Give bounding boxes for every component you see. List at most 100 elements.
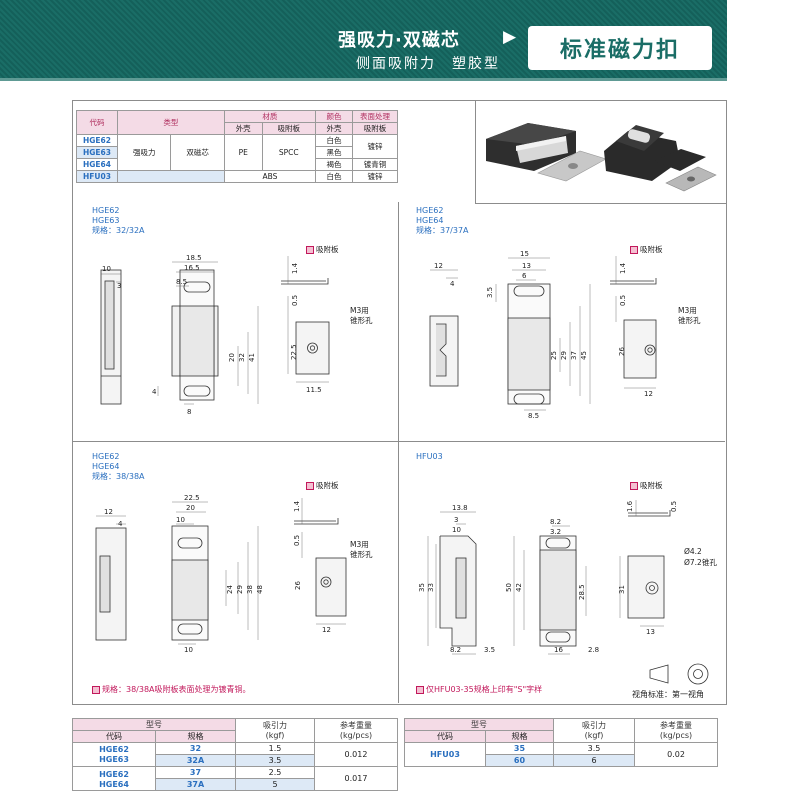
th-shell: 外壳 xyxy=(223,122,263,135)
th-force-unit: (kgf) xyxy=(265,730,285,740)
color-cell: 黑色 xyxy=(315,146,353,159)
q2-labels: HGE62 HGE64 规格：37/37A xyxy=(416,206,469,236)
dim-label: 10 xyxy=(102,265,111,273)
color-cell: 白色 xyxy=(315,170,353,183)
code-cell: HGE64 xyxy=(76,158,118,171)
dim-label: 3.5 xyxy=(484,646,495,654)
spec-label: 规格：38/38A xyxy=(92,472,145,481)
th-spec: 规格 xyxy=(155,730,236,743)
surface-cell: 镀锌 xyxy=(352,134,398,159)
dim-label: 4 xyxy=(118,520,123,528)
dim-label: 42 xyxy=(515,583,523,592)
type-cell: 双磁芯 xyxy=(170,134,225,171)
dim-label: 8.5 xyxy=(528,412,539,420)
code-text: HGE62 xyxy=(99,770,129,779)
dim-label: 41 xyxy=(248,353,256,362)
dim-label: 2.8 xyxy=(588,646,599,654)
dim-label: 29 xyxy=(236,585,244,594)
th-code: 代码 xyxy=(72,730,156,743)
material-cell: SPCC xyxy=(261,134,317,171)
dim-label: 1.4 xyxy=(291,262,299,274)
dim-label: 18.5 xyxy=(186,254,202,262)
plate-label-text: 吸附板 xyxy=(640,481,663,490)
code-cell: HFU03 xyxy=(404,742,486,767)
material-cell: ABS xyxy=(223,170,317,183)
m3-text: M3用 xyxy=(350,306,369,315)
page-subtitle: 侧面吸附力 塑胶型 xyxy=(356,56,500,72)
plate-label-text: 吸附板 xyxy=(640,245,663,254)
dim-label: 1.4 xyxy=(619,262,627,274)
plate-label-text: 吸附板 xyxy=(316,245,339,254)
dim-label: 33 xyxy=(427,583,435,592)
dim-label: 28.5 xyxy=(578,584,586,600)
plate-label: 吸附板 xyxy=(306,480,339,491)
dim-label: 4 xyxy=(152,388,157,396)
th-color: 颜色 xyxy=(315,110,353,123)
plate-label: 吸附板 xyxy=(306,244,339,255)
m3-text: 锥形孔 xyxy=(350,550,373,559)
dim-label: 32 xyxy=(238,353,246,362)
category-badge: 标准磁力扣 xyxy=(528,26,712,70)
spec-cell: 37 xyxy=(155,766,236,779)
dim-label: 3.2 xyxy=(550,528,561,536)
th-weight-unit: (kg/pcs) xyxy=(339,730,373,740)
th-type: 类型 xyxy=(117,110,225,135)
model-label: HGE62 xyxy=(92,452,120,461)
dim-label: 26 xyxy=(618,347,626,356)
spec-table: 代码 类型 材质 颜色 表面处理 外壳 吸附板 外壳 吸附板 HGE62 强吸力… xyxy=(76,110,398,183)
dim-label: 16.5 xyxy=(184,264,200,272)
th-code: 代码 xyxy=(404,730,486,743)
spec-cell: 60 xyxy=(485,754,554,767)
th-force-text: 吸引力 xyxy=(582,720,606,730)
dim-label: 6 xyxy=(522,272,527,280)
th-material: 材质 xyxy=(223,110,317,123)
th-force: 吸引力(kgf) xyxy=(553,718,635,743)
plate-marker-icon xyxy=(630,482,638,490)
plate-marker-icon xyxy=(630,246,638,254)
force-cell: 5 xyxy=(235,778,315,791)
dim-label: 8.2 xyxy=(450,646,461,654)
force-cell: 3.5 xyxy=(235,754,315,767)
m3-label: M3用锥形孔 xyxy=(350,306,373,326)
th-force: 吸引力(kgf) xyxy=(235,718,315,743)
spec-label: 规格：37/37A xyxy=(416,226,469,235)
th-plate: 吸附板 xyxy=(261,122,317,135)
dim-label: 22.5 xyxy=(290,344,298,360)
weight-cell: 0.012 xyxy=(314,742,398,767)
plate-marker-icon xyxy=(306,482,314,490)
m3-label: M3用锥形孔 xyxy=(678,306,701,326)
spec-label: 规格：32/32A xyxy=(92,226,145,235)
dim-label: 13 xyxy=(646,628,655,636)
dim-label: 12 xyxy=(644,390,653,398)
hole-text: Ø4.2 xyxy=(684,547,702,556)
model-label: HGE62 xyxy=(416,206,444,215)
dim-label: 10 xyxy=(452,526,461,534)
weight-cell: 0.017 xyxy=(314,766,398,791)
color-cell: 褐色 xyxy=(315,158,353,171)
dim-label: 0.5 xyxy=(293,535,301,546)
dim-label: 3 xyxy=(454,516,458,524)
drawing-q1: 10 3 18.5 16.5 8.5 20 32 41 4 8 1.4 0.5 … xyxy=(100,254,330,416)
note-2: 仅HFU03-35规格上印有"S"字样 xyxy=(416,684,542,695)
m3-text: M3用 xyxy=(678,306,697,315)
dim-label: 8.5 xyxy=(176,278,187,286)
type-cell-empty xyxy=(117,170,225,183)
dim-label: 12 xyxy=(322,626,331,634)
spec-table-right: 型号 吸引力(kgf) 参考重量(kg/pcs) 代码 规格 HFU03 35 … xyxy=(404,718,718,767)
q3-labels: HGE62 HGE64 规格：38/38A xyxy=(92,452,145,482)
m3-text: 锥形孔 xyxy=(350,316,373,325)
dim-label: 3 xyxy=(117,282,121,290)
quadrant-divider-v xyxy=(398,202,399,703)
model-label: HGE62 xyxy=(92,206,120,215)
material-cell: PE xyxy=(223,134,263,171)
dim-label: 20 xyxy=(186,504,195,512)
code-text: HGE63 xyxy=(99,754,129,764)
dim-label: 25 xyxy=(550,351,558,360)
dim-label: 4 xyxy=(450,280,455,288)
arrow-right-icon: ▶ xyxy=(503,27,517,47)
dim-label: 15 xyxy=(520,250,529,258)
dim-label: 0.5 xyxy=(670,501,678,512)
